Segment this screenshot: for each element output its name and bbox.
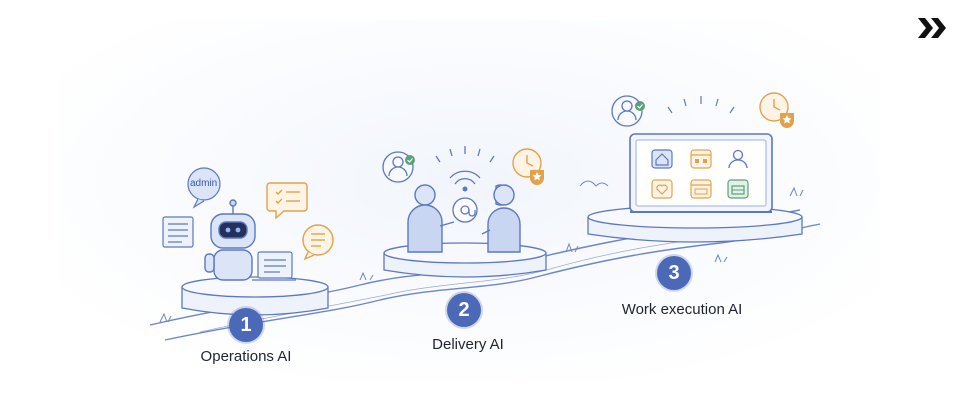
clock-star-icon-2 xyxy=(759,92,794,128)
glow-rays xyxy=(667,96,735,114)
platform-1 xyxy=(181,276,329,316)
robot-icon xyxy=(204,199,256,281)
heart-icon xyxy=(651,179,673,199)
step-1-badge: 1 xyxy=(229,308,263,342)
brand-chevrons-icon xyxy=(918,18,946,38)
person-icon xyxy=(728,149,748,169)
briefcase-icon xyxy=(727,179,749,199)
step-2-label: Delivery AI xyxy=(432,336,504,353)
step-1-label: Operations AI xyxy=(200,348,292,365)
monitor-icon xyxy=(629,133,773,213)
person-left-icon xyxy=(407,184,455,253)
user-check-icon-2 xyxy=(611,95,645,127)
user-check-icon xyxy=(382,151,415,183)
platform-3 xyxy=(587,205,803,243)
calendar-alt-icon xyxy=(690,179,712,199)
document-icon xyxy=(162,216,194,248)
home-icon xyxy=(651,149,673,169)
admin-bubble-text: admin xyxy=(190,178,218,189)
admin-chat-icon xyxy=(187,167,221,209)
calendar-icon xyxy=(690,149,712,169)
list-chat-icon xyxy=(302,224,334,261)
clock-star-icon xyxy=(512,148,544,185)
step-3-badge: 3 xyxy=(657,256,691,290)
person-right-icon xyxy=(481,184,521,253)
wifi-icon xyxy=(435,146,495,192)
grass-tufts xyxy=(159,180,804,323)
laptop-icon xyxy=(252,251,296,281)
step-3-label: Work execution AI xyxy=(621,301,743,318)
at-sign-icon xyxy=(452,197,478,223)
checklist-icon xyxy=(266,182,308,220)
step-2-badge: 2 xyxy=(447,293,481,327)
